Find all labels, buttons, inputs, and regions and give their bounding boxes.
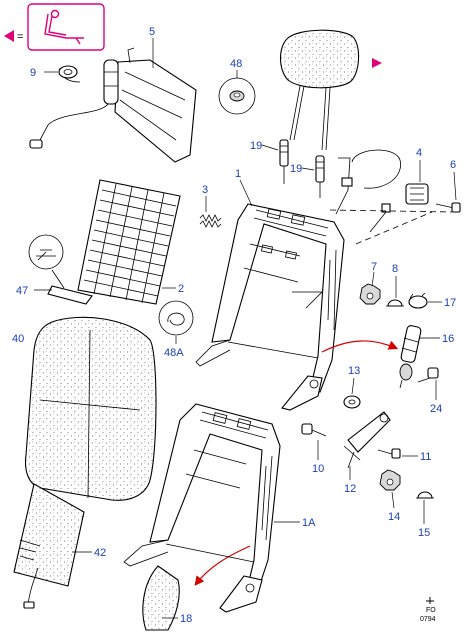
part-48a-clip (158, 300, 194, 336)
part-24-bolt (417, 367, 439, 383)
part-47-label (28, 234, 93, 305)
part-9-clip (58, 65, 78, 79)
drawing-code-line1: FO (426, 607, 436, 614)
callout-3: 3 (202, 184, 208, 196)
legend-box (27, 3, 105, 51)
part-13-washer (343, 395, 361, 409)
callout-48a: 48A (164, 347, 184, 359)
callout-5: 5 (149, 26, 155, 38)
callout-40: 40 (12, 333, 24, 345)
part-14-knob (379, 469, 401, 491)
drawing-code-line2: 0794 (420, 616, 436, 623)
assembly-line-a (329, 209, 453, 213)
part-4-recliner-mechanism (335, 149, 429, 233)
pointer-line-1 (292, 291, 323, 309)
highlight-triangle-icon (4, 30, 14, 42)
part-19-guide-left (279, 139, 289, 184)
part-17-bushing (408, 292, 428, 309)
callout-1: 1 (235, 168, 241, 180)
headrest (279, 29, 360, 151)
callout-12: 12 (344, 483, 356, 495)
leader-7 (371, 271, 375, 287)
callout-19b: 19 (290, 163, 302, 175)
callout-16: 16 (442, 333, 454, 345)
part-16-actuator (399, 325, 422, 389)
leader-13 (351, 377, 355, 395)
headrest-highlight-triangle-icon (372, 58, 382, 68)
leader-14 (391, 491, 395, 509)
legend-equals: = (17, 31, 23, 43)
callout-9: 9 (30, 67, 36, 79)
part-15-cap (416, 491, 434, 499)
callout-10: 10 (312, 463, 324, 475)
assembly-line-b (355, 211, 433, 245)
callout-19a: 19 (250, 140, 262, 152)
part-10-bolt (301, 423, 327, 437)
part-40-cushion (24, 316, 157, 501)
callout-11: 11 (420, 451, 431, 463)
drawing-code-mark (426, 597, 434, 604)
callout-6: 6 (450, 159, 456, 171)
explode-arrow-upper (321, 340, 399, 353)
leader-6 (453, 171, 457, 201)
part-7-knob (359, 283, 381, 305)
callout-4: 4 (416, 147, 422, 159)
legend: = (4, 3, 105, 51)
part-5-lumbar-mat (29, 47, 197, 163)
part-1a-lower-frame (123, 403, 281, 613)
part-11-bolt (377, 448, 401, 459)
callout-7: 7 (371, 261, 377, 273)
callout-13: 13 (348, 365, 360, 377)
part-1-backrest-frame (195, 203, 345, 411)
part-3-spring (199, 214, 222, 228)
callout-14: 14 (388, 511, 400, 523)
part-19-guide-right (315, 155, 325, 198)
leader-1 (239, 179, 253, 207)
part-8-cap (386, 299, 404, 307)
explode-arrow-lower (194, 545, 251, 586)
callout-18: 18 (180, 613, 192, 625)
seat-heater-icon (44, 9, 84, 45)
callout-48: 48 (230, 58, 242, 70)
part-18-side-trim (142, 565, 180, 631)
callout-47: 47 (16, 285, 28, 297)
callout-17: 17 (444, 297, 456, 309)
leader-19b (301, 167, 315, 171)
callout-2: 2 (178, 283, 184, 295)
part-6-screw (435, 202, 461, 213)
part-2-spring-mesh (77, 179, 181, 305)
callout-15: 15 (418, 527, 430, 539)
part-48-grommet (218, 77, 256, 115)
callout-1a: 1A (302, 517, 316, 529)
callout-42: 42 (94, 547, 106, 559)
part-42-panel (13, 483, 85, 609)
part-12-lever (343, 411, 391, 469)
leader-19a (261, 144, 279, 151)
callout-8: 8 (392, 263, 398, 275)
callout-24: 24 (430, 403, 442, 415)
